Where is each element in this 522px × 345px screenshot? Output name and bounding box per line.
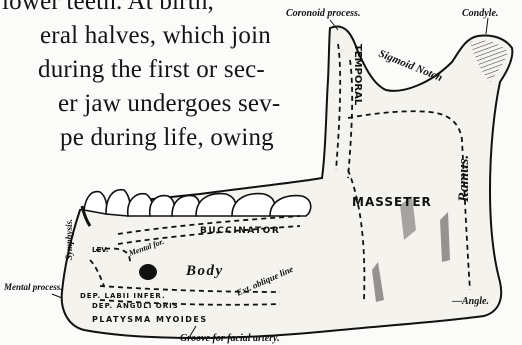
label-ramus: Ramus. — [456, 155, 472, 203]
label-depressor-anguli: DEP. ANGULI ORIS — [92, 302, 179, 310]
label-coronoid: Coronoid process. — [286, 8, 360, 19]
label-platysma: PLATYSMA MYOIDES — [92, 315, 208, 324]
label-symphysis: Symphysis. — [64, 219, 74, 260]
label-angle: —Angle. — [451, 296, 489, 307]
label-body: Body — [185, 263, 224, 279]
label-depressor-labii: DEP. LABII INFER. — [80, 292, 166, 300]
label-mental-process: Mental process. — [3, 282, 63, 292]
label-masseter: MASSETER — [352, 195, 432, 209]
label-sigmoid-notch: Sigmoid Notch — [377, 48, 444, 84]
label-groove-facial-artery: Groove for facial artery. — [180, 333, 280, 344]
label-buccinator: BUCCINATOR — [200, 226, 280, 236]
label-temporal: TEMPORAL — [352, 44, 363, 106]
label-levator: LEV. — [92, 246, 108, 254]
label-condyle: Condyle. — [462, 8, 498, 19]
mental-foramen-dot — [139, 264, 157, 280]
